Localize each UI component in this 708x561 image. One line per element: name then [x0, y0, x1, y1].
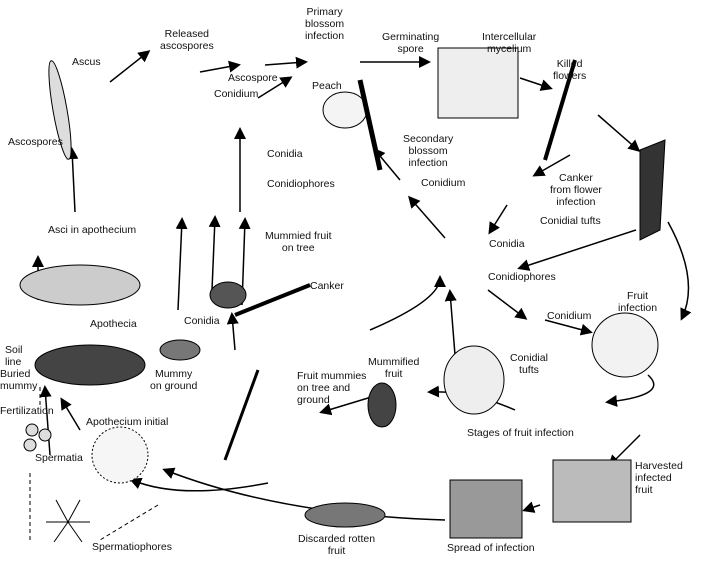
label-ascospores: Ascospores [8, 136, 63, 148]
arrow [129, 477, 269, 492]
label-conidial-tufts-fruit: Conidial tufts [510, 352, 548, 376]
arrow [109, 50, 151, 83]
label-canker: Canker [310, 280, 344, 292]
mycelium-tissue [437, 47, 519, 119]
harvest-basket [552, 459, 632, 523]
arrow [519, 77, 553, 91]
label-mummy-on-ground: Mummy on ground [150, 368, 198, 392]
apothecium-drawing [19, 264, 141, 306]
label-buried-mummy: Buried mummy [0, 368, 38, 392]
fruit-infection-peach [591, 312, 659, 378]
arrow [208, 215, 221, 291]
arrow [522, 501, 541, 513]
label-germinating-spore: Germinating spore [382, 31, 440, 55]
mummied-fruit-tree [209, 281, 247, 309]
label-fruit-mummies: Fruit mummies on tree and ground [297, 370, 367, 406]
label-killed-flowers: Killed flowers [553, 58, 587, 82]
label-conidiophores-right: Conidiophores [488, 271, 556, 283]
arrow [597, 114, 641, 152]
label-soil-line: Soil line [5, 344, 23, 368]
arrow [517, 229, 637, 271]
label-conidium-mid: Conidium [421, 177, 466, 189]
label-conidium-top: Conidium [214, 88, 259, 100]
label-stages-fruit-infection: Stages of fruit infection [467, 427, 574, 439]
label-primary-blossom-infection: Primary blossom infection [305, 6, 345, 42]
spread-basket [449, 479, 523, 539]
arrow [60, 397, 81, 431]
arrow [544, 319, 593, 336]
label-secondary-blossom-infection: Secondary blossom infection [403, 133, 454, 169]
arrow [369, 275, 446, 331]
peach-flower [322, 91, 368, 129]
arrow [605, 374, 655, 407]
label-fertilization: Fertilization [0, 405, 54, 417]
arrow [162, 467, 446, 521]
label-discarded-rotten-fruit: Discarded rotten fruit [298, 533, 376, 557]
label-apothecia: Apothecia [90, 318, 137, 330]
label-spermatia: Spermatia [35, 452, 83, 464]
label-conidial-tufts-top: Conidial tufts [540, 215, 601, 227]
label-conidium-right: Conidium [547, 310, 592, 322]
arrow [667, 221, 692, 321]
arrow [199, 60, 241, 73]
arrow [39, 385, 52, 456]
label-apothecium-initial: Apothecium initial [86, 416, 169, 428]
label-spread-of-infection: Spread of infection [447, 542, 535, 554]
label-asci-apothecium: Asci in apothecium [48, 224, 137, 236]
ascus-drawing [48, 60, 72, 160]
arrow [66, 147, 79, 213]
infected-fruit [443, 345, 505, 415]
label-released-ascospores: Released ascospores [160, 28, 214, 52]
label-canker-flower-infection: Canker from flower infection [550, 172, 602, 208]
label-conidia-center: Conidia [267, 148, 303, 160]
buried-mummy [34, 344, 146, 386]
label-conidiophores-center: Conidiophores [267, 178, 335, 190]
label-ascus: Ascus [72, 56, 101, 68]
mummified-fruit [367, 382, 397, 428]
arrow [264, 56, 308, 69]
arrow [257, 76, 293, 99]
arrow [175, 217, 188, 311]
label-ascospore: Ascospore [228, 72, 278, 84]
canker-branch [639, 139, 666, 241]
arrow [444, 289, 457, 356]
label-fruit-infection: Fruit infection [618, 290, 658, 314]
label-peach: Peach [312, 80, 342, 92]
apothecium-initial-drawing [91, 426, 149, 484]
arrow [487, 289, 528, 320]
label-mummied-fruit-tree: Mummied fruit on tree [265, 230, 332, 254]
label-harvested-infected-fruit: Harvested infected fruit [635, 460, 683, 496]
discarded-fruit-pile [304, 502, 386, 528]
arrow [488, 204, 508, 235]
arrow [226, 312, 239, 351]
label-mummified-fruit: Mummified fruit [368, 356, 420, 380]
label-conidia-mummy: Conidia [184, 315, 220, 327]
arrow [408, 195, 446, 239]
label-intercellular-mycelium: Intercellular mycelium [482, 31, 537, 55]
label-conidia-right: Conidia [489, 238, 525, 250]
mummy-ground [159, 339, 201, 361]
label-spermatiophores: Spermatiophores [92, 541, 172, 553]
arrow [532, 154, 571, 177]
